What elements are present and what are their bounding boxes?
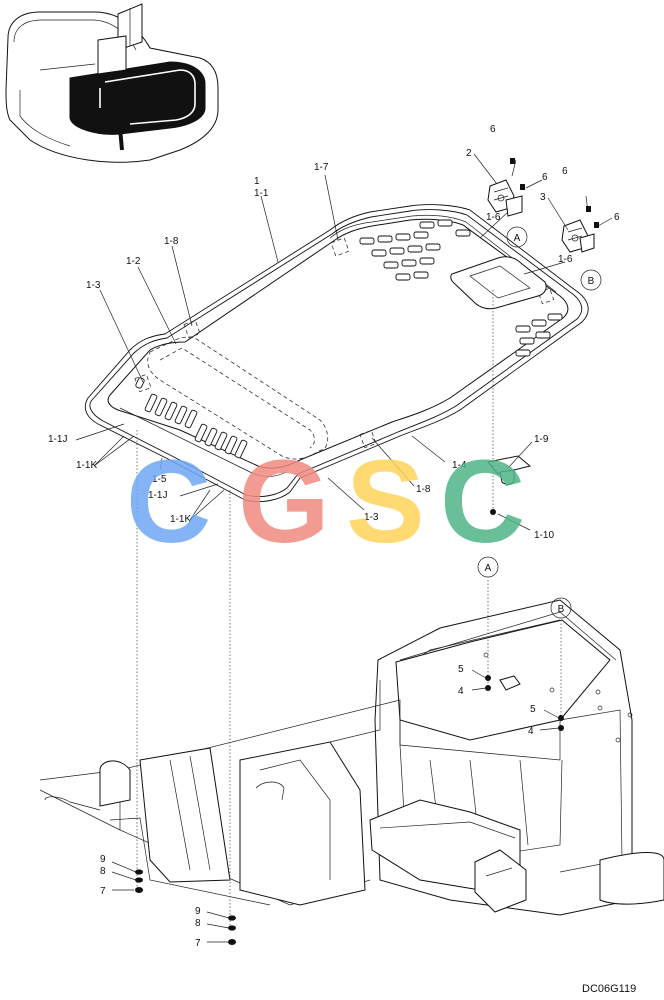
callout: 1-9: [534, 434, 549, 445]
latch-assembly-3: [561, 195, 613, 253]
roof-cover-panel: [84, 204, 589, 503]
watermark-letter-3: S: [346, 436, 425, 568]
callout: 1: [254, 176, 260, 187]
callout-labels: 6 2 6 6 3 6 1 1-1 1-7 1-6 1-6 1-8 1-2 1-…: [48, 124, 620, 949]
callout: 1-6: [558, 254, 573, 265]
reference-circle-a-lower: A: [477, 556, 499, 578]
callout: 1-2: [126, 256, 141, 267]
callout: 4: [528, 726, 534, 737]
callout: 4: [458, 686, 464, 697]
callout: 7: [100, 886, 106, 897]
latch-assembly-2: [487, 158, 543, 217]
fasteners: [135, 675, 564, 945]
callout: 8: [100, 866, 106, 877]
callout: 5: [530, 704, 536, 715]
callout: 6: [562, 166, 568, 177]
callout: 1-1J: [48, 434, 67, 445]
svg-text:B: B: [588, 276, 595, 287]
reference-circle-b: B: [580, 269, 602, 291]
svg-text:A: A: [514, 233, 521, 244]
callout: 1-3: [86, 280, 101, 291]
callout: 1-7: [314, 162, 329, 173]
svg-text:A: A: [485, 563, 492, 574]
callout: 6: [490, 124, 496, 135]
callout: 2: [466, 148, 472, 159]
callout: 5: [458, 664, 464, 675]
watermark-letter-4: C: [440, 436, 525, 568]
machine-frame: [39, 599, 664, 916]
callout: 1-1: [254, 188, 269, 199]
hinge-bracket-1-9: [487, 455, 532, 515]
reference-circle-a: A: [506, 226, 528, 248]
callout: 1-6: [486, 212, 501, 223]
front-vent-slots: [135, 377, 248, 459]
watermark-letter-1: C: [126, 436, 211, 568]
callout: 1-1K: [76, 460, 97, 471]
callout: 1-3: [364, 512, 379, 523]
callout: 8: [195, 918, 201, 929]
watermark: C G S C: [126, 436, 525, 568]
callout: 1-1K: [170, 514, 191, 525]
callout: 1-5: [152, 474, 167, 485]
callout: 1-8: [164, 236, 179, 247]
svg-text:B: B: [558, 604, 565, 615]
callout: 1-8: [416, 484, 431, 495]
leader-lines: [75, 153, 569, 943]
callout: 1-4: [452, 460, 467, 471]
callout: 9: [195, 906, 201, 917]
callout: 1-10: [534, 530, 554, 541]
callout: 6: [542, 172, 548, 183]
watermark-letter-2: G: [238, 436, 330, 568]
callout: 3: [540, 192, 546, 203]
callout: 9: [100, 854, 106, 865]
callout: 1-1J: [148, 490, 167, 501]
drawing-code: DC06G119: [582, 983, 636, 995]
reference-circle-b-lower: B: [550, 597, 572, 619]
rear-vent-slots: [359, 219, 563, 357]
inset-machine-thumbnail: [5, 3, 219, 163]
callout: 7: [195, 938, 201, 949]
assembly-lines: [136, 290, 562, 930]
callout: 6: [614, 212, 620, 223]
